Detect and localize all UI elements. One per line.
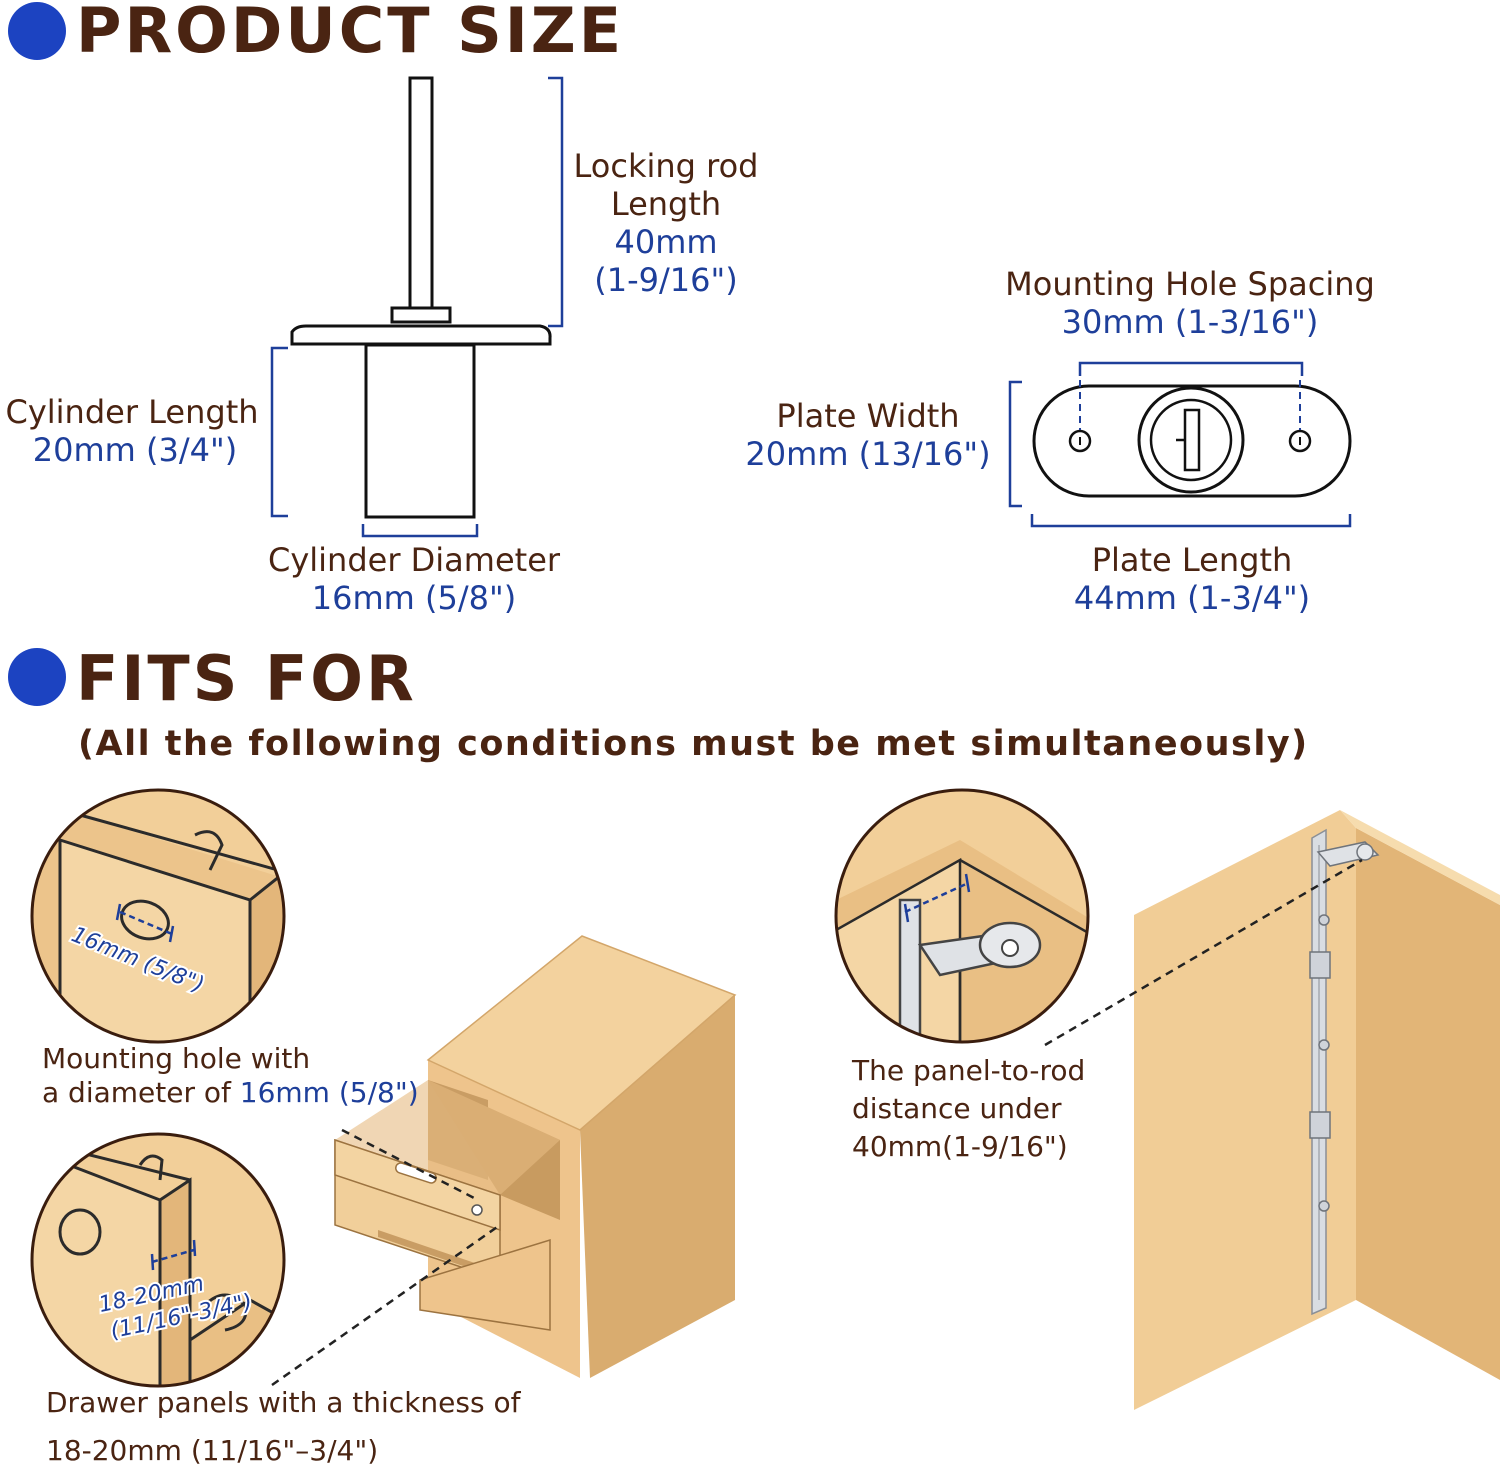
hole-spacing-bracket bbox=[1078, 361, 1304, 376]
plate-side bbox=[290, 324, 552, 346]
leader-line-rod bbox=[1044, 858, 1363, 1047]
mounting-hole-caption-2: a diameter of 16mm (5/8") bbox=[42, 1074, 419, 1112]
plate-length-bracket bbox=[1030, 514, 1352, 528]
rod-length-bracket bbox=[548, 76, 564, 328]
cylinder-length-bracket bbox=[270, 346, 288, 518]
panel-thickness-detail bbox=[32, 1134, 284, 1386]
plate-width-bracket bbox=[1008, 380, 1022, 508]
leader-line-hole bbox=[341, 1128, 479, 1202]
plate-width-value: 20mm (13/16") bbox=[745, 435, 991, 473]
mounting-hole-caption-value: 16mm (5/8") bbox=[239, 1076, 419, 1109]
cylinder-length-label: Cylinder Length bbox=[5, 393, 259, 431]
mounting-hole-caption-1: Mounting hole with bbox=[42, 1042, 311, 1075]
mounting-hole-spacing-label: Mounting Hole Spacing bbox=[1005, 265, 1375, 303]
cylinder-diameter-value: 16mm (5/8") bbox=[311, 579, 517, 617]
cylinder-length-value: 20mm (3/4") bbox=[32, 431, 238, 469]
plate-length-label: Plate Length bbox=[1091, 541, 1293, 579]
lock-dimension-drawing bbox=[270, 76, 1352, 538]
locking-rod-mm: 40mm bbox=[614, 223, 718, 261]
mounting-hole-caption-prefix: a diameter of bbox=[42, 1076, 240, 1109]
rod-distance-detail bbox=[836, 790, 1088, 1042]
mounting-hole-spacing-value: 30mm (1-3/16") bbox=[1061, 303, 1319, 341]
plate-length-value: 44mm (1-3/4") bbox=[1073, 579, 1311, 617]
drawer-panels-caption-2: 18-20mm (11/16"–3/4") bbox=[46, 1434, 379, 1467]
cylinder-diameter-bracket bbox=[361, 524, 479, 538]
cylinder-body bbox=[364, 343, 476, 519]
panel-to-rod-caption-1: The panel-to-rod bbox=[852, 1054, 1086, 1087]
rod-washer bbox=[390, 306, 452, 324]
panel-to-rod-caption-2: distance under bbox=[852, 1092, 1062, 1125]
drawer-cabinet bbox=[334, 935, 737, 1378]
section-bullet-icon bbox=[8, 2, 66, 60]
drawer-panels-caption-1: Drawer panels with a thickness of bbox=[46, 1386, 521, 1419]
fits-for-subtitle: (All the following conditions must be me… bbox=[78, 724, 1309, 764]
fits-for-heading: FITS FOR bbox=[76, 642, 417, 715]
mounting-hole-detail bbox=[32, 790, 284, 1042]
cabinet-corner bbox=[1134, 810, 1500, 1410]
locking-rod-inch: (1-9/16") bbox=[594, 261, 738, 299]
product-size-heading: PRODUCT SIZE bbox=[76, 0, 625, 67]
plate-width-label: Plate Width bbox=[776, 397, 960, 435]
panel-to-rod-caption-3: 40mm(1-9/16") bbox=[852, 1130, 1068, 1163]
locking-rod-label-1: Locking rod bbox=[573, 147, 759, 185]
locking-rod-label-2: Length bbox=[610, 185, 722, 223]
cylinder-diameter-label: Cylinder Diameter bbox=[267, 541, 561, 579]
section-bullet-icon bbox=[8, 648, 66, 706]
leader-line-thickness bbox=[271, 1223, 501, 1387]
